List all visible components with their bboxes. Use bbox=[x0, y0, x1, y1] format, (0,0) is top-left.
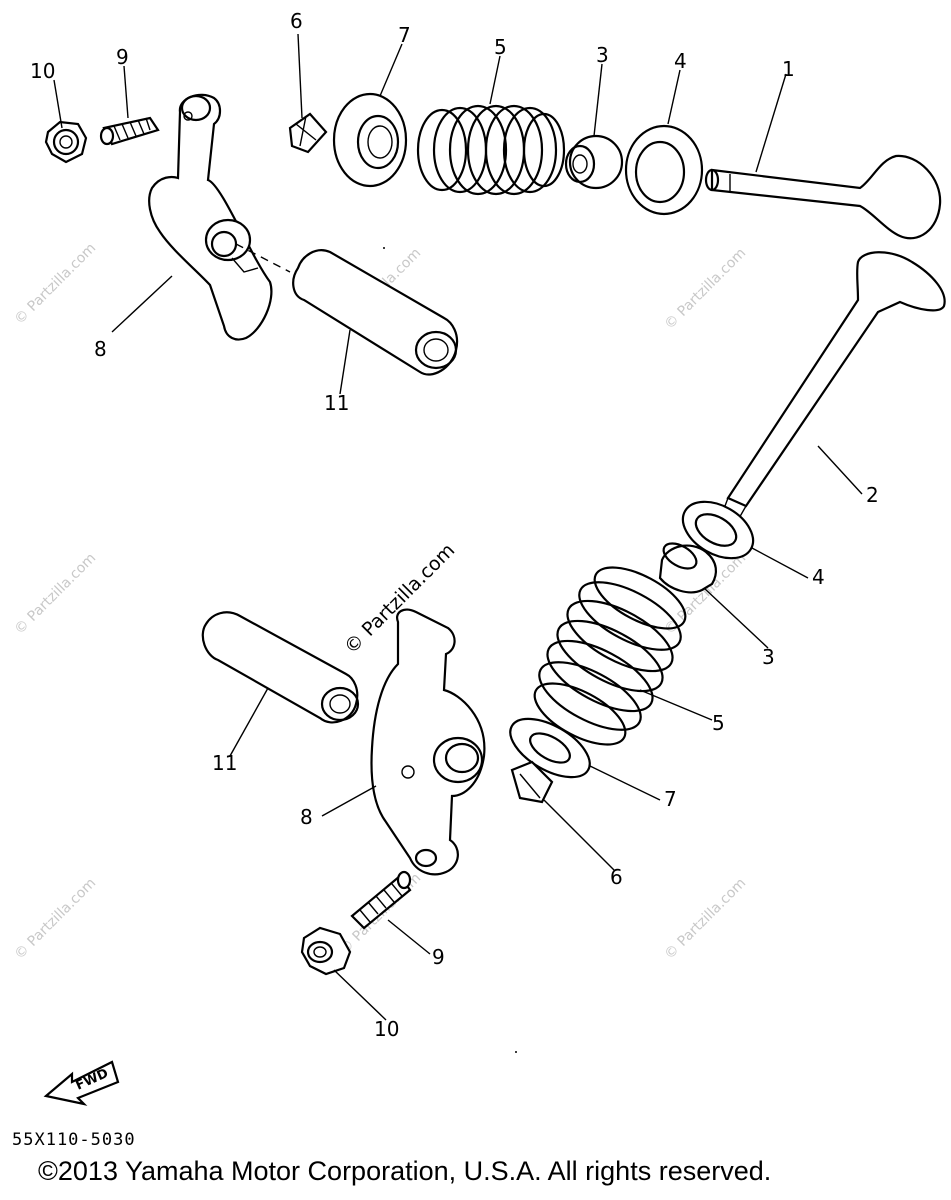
part-6-cotter-bottom bbox=[510, 760, 554, 804]
callout-10-top: 10 bbox=[30, 59, 55, 83]
part-4-seat-top bbox=[624, 124, 704, 216]
callout-11-bottom: 11 bbox=[212, 751, 237, 775]
callout-7-bottom: 7 bbox=[664, 787, 677, 811]
callout-10-bottom: 10 bbox=[374, 1017, 399, 1041]
watermark: © Partzilla.com bbox=[662, 245, 750, 333]
callout-2: 2 bbox=[866, 483, 879, 507]
fwd-arrow: FWD bbox=[43, 1060, 120, 1106]
part-5-spring-top bbox=[416, 104, 566, 196]
callout-labels: 1 2 3 3 4 4 5 5 6 6 7 7 8 8 9 9 10 10 11… bbox=[30, 9, 879, 1041]
watermark: © Partzilla.com bbox=[12, 550, 100, 638]
callout-1: 1 bbox=[782, 57, 795, 81]
callout-9-top: 9 bbox=[116, 45, 129, 69]
copyright-notice: ©2013 Yamaha Motor Corporation, U.S.A. A… bbox=[38, 1156, 772, 1186]
callout-6-top: 6 bbox=[290, 9, 303, 33]
callout-11-top: 11 bbox=[324, 391, 349, 415]
watermark: © Partzilla.com bbox=[662, 875, 750, 963]
part-2-valve-bottom bbox=[721, 251, 946, 521]
callout-4-bottom: 4 bbox=[812, 565, 825, 589]
part-1-valve-top bbox=[704, 154, 942, 240]
callout-3-top: 3 bbox=[596, 43, 609, 67]
callout-7-top: 7 bbox=[398, 23, 411, 47]
watermark: © Partzilla.com bbox=[12, 240, 100, 328]
part-5-spring-bottom bbox=[533, 566, 687, 746]
part-7-retainer-bottom bbox=[509, 717, 591, 779]
part-11-shaft-bottom bbox=[201, 611, 360, 724]
callout-3-bottom: 3 bbox=[762, 645, 775, 669]
part-10-nut-top bbox=[44, 120, 88, 164]
callout-8-bottom: 8 bbox=[300, 805, 313, 829]
part-6-cotter-top bbox=[288, 112, 328, 154]
callout-5-bottom: 5 bbox=[712, 711, 725, 735]
part-8-rocker-arm-top bbox=[148, 93, 273, 341]
part-9-screw-bottom bbox=[350, 870, 412, 930]
callout-6-bottom: 6 bbox=[610, 865, 623, 889]
watermark: © Partzilla.com bbox=[12, 875, 100, 963]
callout-5-top: 5 bbox=[494, 35, 507, 59]
part-11-shaft-top bbox=[235, 243, 459, 376]
part-3-seal-top bbox=[564, 134, 624, 190]
part-8-rocker-arm-bottom bbox=[370, 608, 486, 876]
callout-8-top: 8 bbox=[94, 337, 107, 361]
part-3-seal-bottom bbox=[658, 542, 718, 594]
part-7-retainer-top bbox=[332, 92, 408, 188]
diagram-code: 55X110-5030 bbox=[12, 1130, 136, 1150]
callout-9-bottom: 9 bbox=[432, 945, 445, 969]
part-10-nut-bottom bbox=[300, 926, 352, 976]
leader-lines bbox=[53, 33, 863, 1021]
callout-4-top: 4 bbox=[674, 49, 687, 73]
part-9-screw-top bbox=[99, 116, 160, 146]
